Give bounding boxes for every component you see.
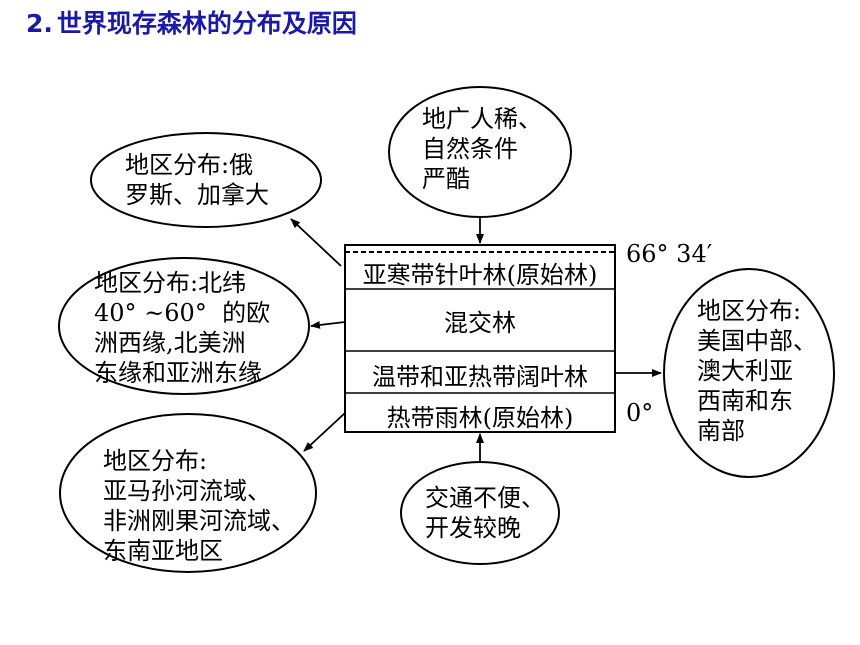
band-mixed-label: 混交林 [444,309,516,337]
forest-box [344,244,616,433]
heading-title: 世界现存森林的分布及原因 [56,9,357,38]
region-broadleaf-oval [663,268,835,478]
latitude-equator-label: 0° [626,399,654,427]
region-mixed-text: 地区分布:北纬 40° ~60° 的欧 洲西缘,北美洲 东缘和亚洲东缘 [94,269,271,387]
region-mixed-oval [58,257,310,395]
arrow-to-rainforest-region [303,412,346,452]
region-broadleaf-text: 地区分布: 美国中部、 澳大利亚 西南和东 南部 [697,297,817,445]
arrow-to-taiga-region [290,218,342,267]
arrow-to-mixed-region [310,320,346,329]
band-broadleaf-label: 温带和亚热带阔叶林 [372,363,588,391]
heading-number: 2. [26,9,53,38]
region-taiga-text: 地区分布:俄 罗斯、加拿大 [125,151,269,209]
reason-top-text: 地广人稀、 自然条件 严酷 [422,105,542,193]
band-rainforest-label: 热带雨林(原始林) [386,404,574,432]
region-taiga-oval [90,132,322,228]
reason-bottom-text: 交通不便、 开发较晚 [425,484,545,542]
latitude-arctic-label: 66° 34′ [626,240,713,268]
region-rainforest-oval [59,413,317,573]
region-rainforest-text: 地区分布: 亚马孙河流域、 非洲刚果河流域、 东南亚地区 [103,447,295,565]
band-taiga-label: 亚寒带针叶林(原始林) [362,261,598,289]
page-heading: 2.世界现存森林的分布及原因 [26,4,357,40]
